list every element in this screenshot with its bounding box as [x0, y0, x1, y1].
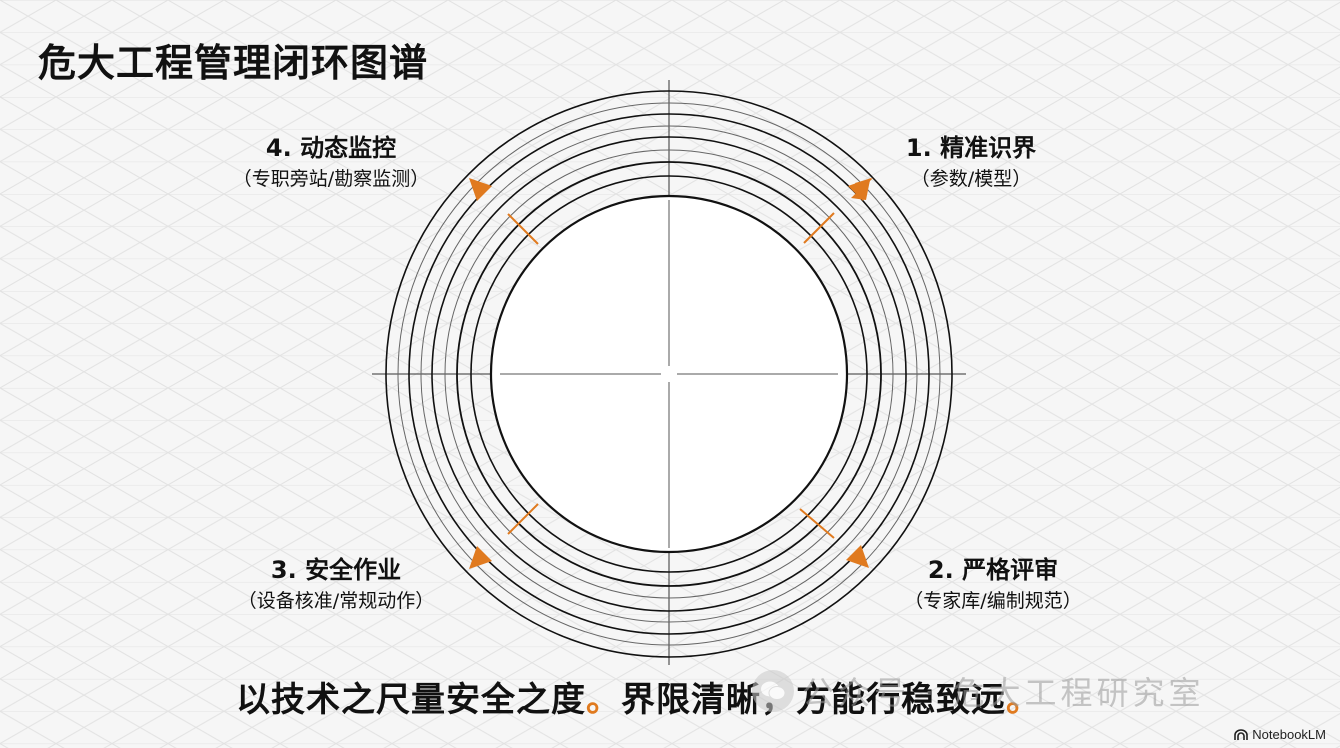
- step-2-heading: 2. 严格评审: [927, 556, 1059, 584]
- ring: [420, 125, 918, 623]
- phase-tick-marks: [507, 212, 835, 539]
- brand-text: NotebookLM: [1252, 727, 1326, 742]
- inner-crosshair: [500, 200, 838, 548]
- ring: [470, 175, 868, 573]
- step-precise-identification: 1. 精准识界 （参数/模型）: [896, 133, 1046, 193]
- tick-mark-sw: [507, 503, 539, 535]
- ring-outer: [385, 90, 953, 658]
- account-watermark: 公众号 · 危大工程研究室: [752, 668, 1205, 714]
- concentric-rings: [385, 90, 953, 658]
- page-title: 危大工程管理闭环图谱: [38, 41, 429, 85]
- step-4-detail: （专职旁站/勘察监测）: [232, 168, 430, 190]
- slogan-period-1: 。: [586, 680, 621, 720]
- tick-mark-nw: [507, 213, 539, 245]
- tick-mark-se: [799, 508, 835, 539]
- step-3-heading: 3. 安全作业: [270, 556, 402, 584]
- arrow-to-step-1-icon: [848, 178, 871, 201]
- ring: [408, 113, 930, 635]
- step-4-heading: 4. 动态监控: [265, 134, 397, 162]
- arrow-to-step-3-icon: [469, 546, 492, 569]
- notebooklm-brand: NotebookLM: [1234, 727, 1326, 742]
- closing-slogan: 以技术之尺量安全之度。界限清晰，方能行稳致远。: [236, 672, 1041, 721]
- step-strict-review: 2. 严格评审 （专家库/编制规范）: [888, 555, 1098, 615]
- step-1-heading: 1. 精准识界: [905, 134, 1037, 162]
- wechat-icon: [752, 670, 794, 712]
- step-safe-operation: 3. 安全作业 （设备核准/常规动作）: [226, 555, 446, 615]
- step-3-detail: （设备核准/常规动作）: [237, 590, 435, 612]
- notebooklm-logo-icon: [1234, 728, 1249, 740]
- step-2-detail: （专家库/编制规范）: [904, 590, 1082, 612]
- ring: [444, 149, 894, 599]
- ring: [431, 136, 907, 612]
- watermark-text: 公众号 · 危大工程研究室: [802, 674, 1205, 712]
- slogan-part-2: 界限清晰，方能行稳致远: [621, 680, 1006, 720]
- slogan-period-2: 。: [1006, 680, 1041, 720]
- ring: [456, 161, 882, 587]
- flow-arrows: [469, 178, 873, 569]
- step-dynamic-monitoring: 4. 动态监控 （专职旁站/勘察监测）: [206, 133, 456, 193]
- arrow-to-step-4-icon: [469, 178, 492, 201]
- tick-mark-ne: [803, 212, 835, 244]
- slogan-part-1: 以技术之尺量安全之度: [236, 680, 586, 720]
- ring: [397, 102, 941, 646]
- ring-inner: [489, 194, 849, 554]
- step-1-detail: （参数/模型）: [910, 168, 1032, 190]
- arrow-to-step-2-icon: [846, 545, 869, 568]
